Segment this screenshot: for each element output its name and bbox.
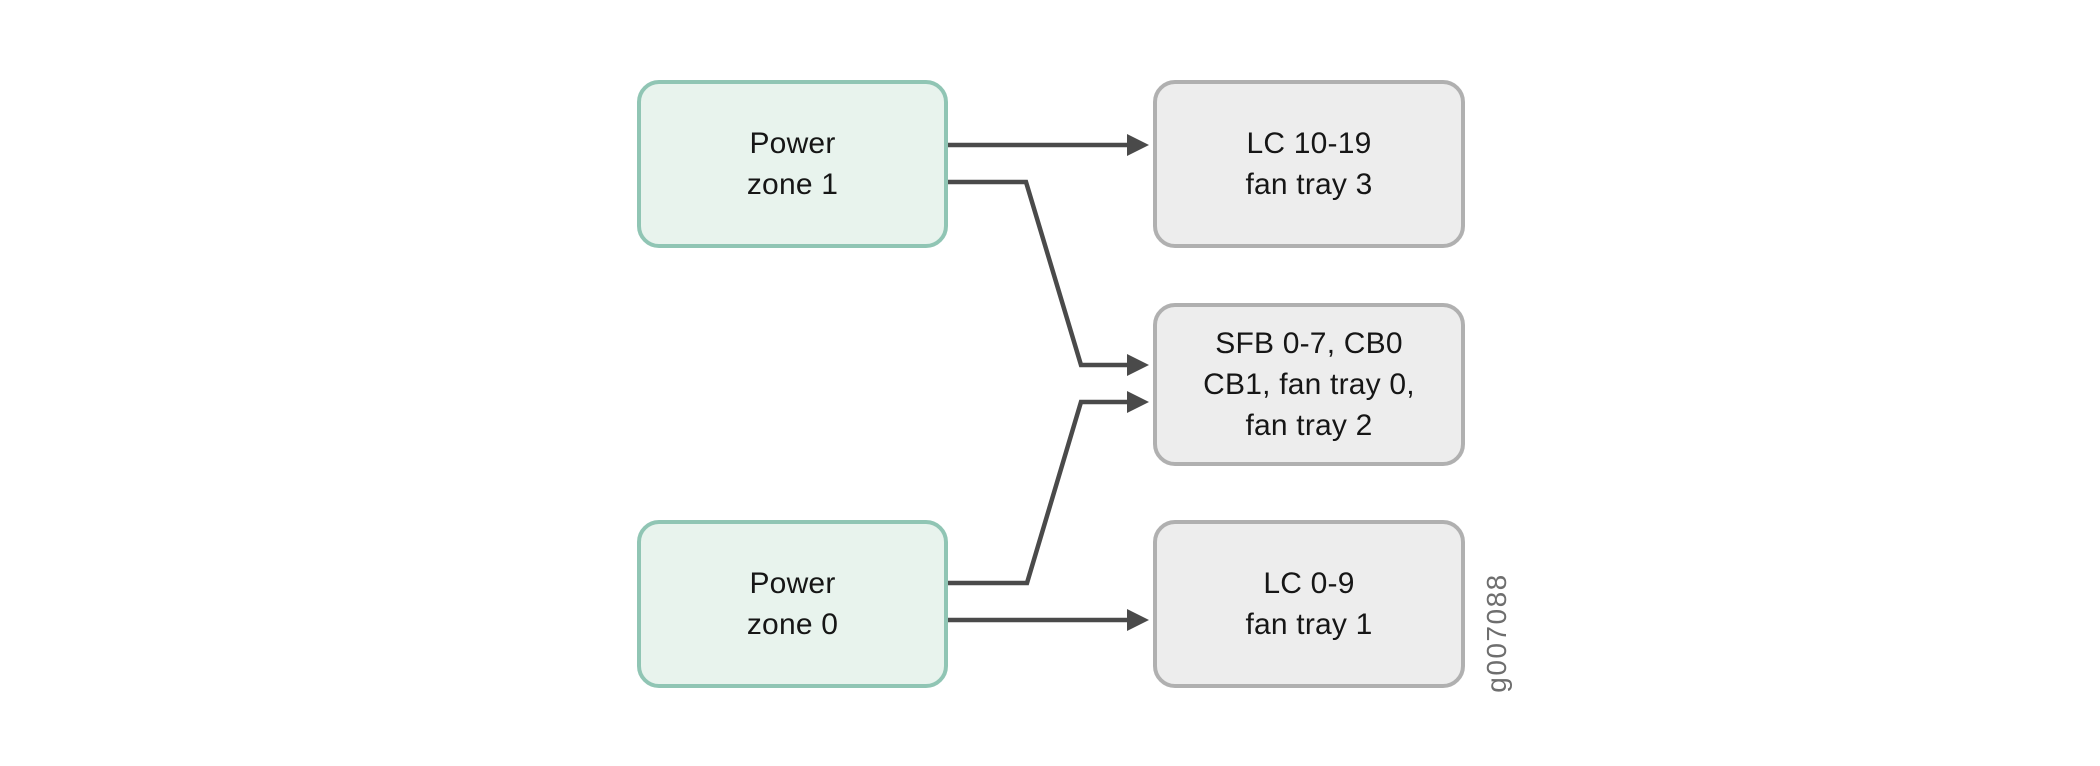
edge-power-zone-1-to-sfb xyxy=(946,179,1149,376)
node-lc-0-9-fan-tray-1: LC 0-9 fan tray 1 xyxy=(1153,520,1465,688)
figure-id-label: g007088 xyxy=(1481,573,1512,693)
node-power-zone-1: Power zone 1 xyxy=(637,80,948,248)
edge-power-zone-0-to-sfb xyxy=(946,391,1149,586)
node-lc-10-19-fan-tray-3: LC 10-19 fan tray 3 xyxy=(1153,80,1465,248)
node-power-zone-0: Power zone 0 xyxy=(637,520,948,688)
node-sfb-cb-fan-trays: SFB 0-7, CB0 CB1, fan tray 0, fan tray 2 xyxy=(1153,303,1465,466)
